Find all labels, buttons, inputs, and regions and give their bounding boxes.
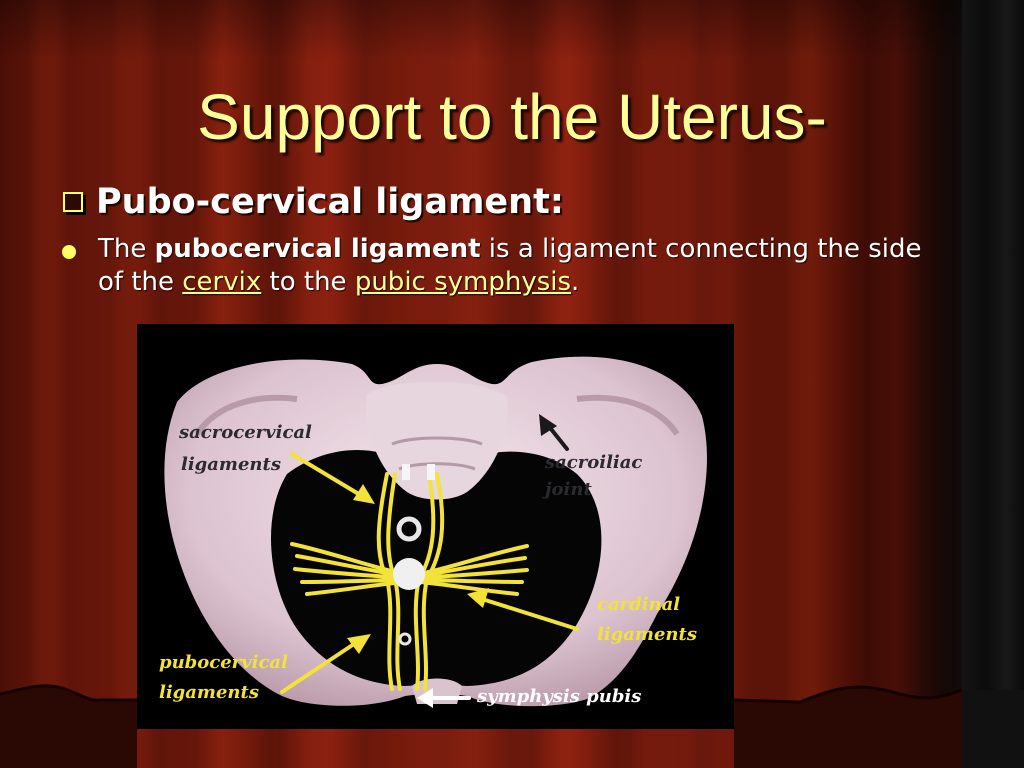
- cervix-link[interactable]: cervix: [182, 267, 262, 297]
- bullet-bold-term: pubocervical ligament: [154, 234, 481, 264]
- bullet-middle: is a ligament connecting the side of the: [98, 234, 922, 297]
- pubic-symphysis-link[interactable]: pubic symphysis: [354, 267, 572, 297]
- stage-floor: [0, 684, 1024, 768]
- dot-bullet-icon: [62, 245, 76, 259]
- bullet-prefix: The: [98, 234, 155, 264]
- bullet-between: to the: [261, 267, 355, 297]
- rectum-ring: [396, 516, 422, 542]
- bullet-text: The pubocervical ligament is a ligament …: [98, 233, 942, 299]
- cervix-node: [393, 558, 425, 590]
- dark-arrow: [539, 414, 569, 451]
- checkbox-bullet-icon: [62, 191, 84, 213]
- pelvis-ligament-figure: sacrocervical ligaments sacroiliac joint…: [137, 324, 734, 729]
- dark-side-curtain: [962, 0, 1024, 768]
- urethra-ring: [398, 632, 412, 646]
- label-sacrocervical-2: ligaments: [181, 454, 281, 475]
- pelvis-illustration: [164, 356, 707, 708]
- label-sacrocervical-1: sacrocervical: [179, 422, 312, 443]
- subheading: Pubo-cervical ligament:: [96, 182, 564, 222]
- curtain-top-shadow: [0, 0, 1024, 60]
- slide-title: Support to the Uterus-: [197, 81, 827, 153]
- label-sacroiliac-1: sacroiliac: [545, 452, 643, 473]
- white-arrow: [417, 688, 471, 708]
- bullet-suffix: .: [571, 267, 580, 297]
- bullet-item: The pubocervical ligament is a ligament …: [62, 233, 942, 299]
- sacrum: [366, 382, 508, 500]
- label-cardinal-1: cardinal: [597, 594, 681, 615]
- pelvic-inlet: [270, 450, 602, 686]
- label-sacroiliac-2: joint: [545, 479, 592, 500]
- label-pubocervical-1: pubocervical: [159, 652, 288, 673]
- arrows: [280, 452, 579, 694]
- label-cardinal-2: ligaments: [597, 624, 697, 645]
- subheading-row: Pubo-cervical ligament:: [62, 182, 564, 222]
- label-symphysis: symphysis pubis: [477, 686, 642, 707]
- label-pubocervical-2: ligaments: [159, 682, 259, 703]
